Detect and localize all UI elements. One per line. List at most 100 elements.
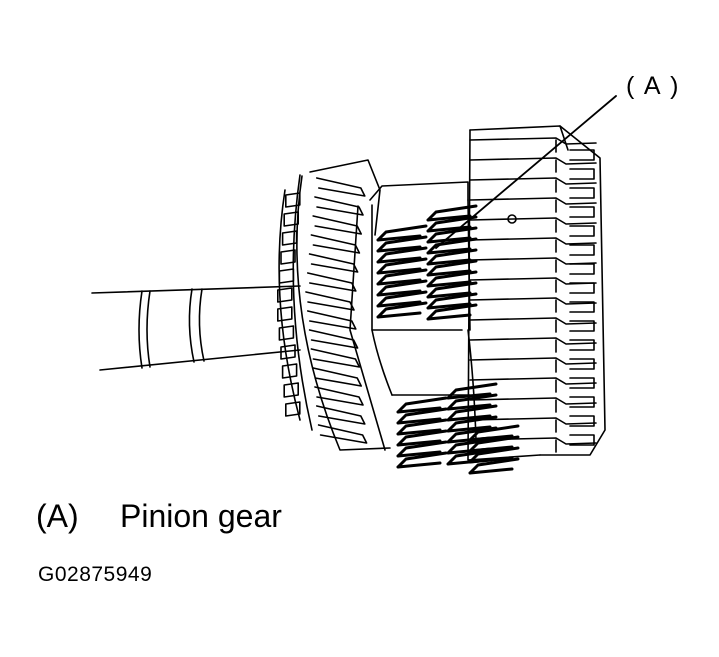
drum-spline xyxy=(469,177,597,185)
figure-id: G02875949 xyxy=(38,563,153,586)
pinion-tooth xyxy=(468,424,520,442)
drum-outer-tooth xyxy=(569,396,595,408)
pinion-tooth xyxy=(426,281,478,299)
drum-spline xyxy=(469,317,597,325)
left-spline-ring xyxy=(277,174,313,431)
drum-spline xyxy=(469,137,597,145)
pinion-tooth xyxy=(376,224,428,242)
drum-spline xyxy=(469,257,597,265)
drum-spline xyxy=(469,237,597,245)
drum-outer-tooth xyxy=(569,244,595,256)
drum-outer-tooth xyxy=(569,263,595,275)
lower-pinion-gears xyxy=(396,382,520,475)
pinion-tooth xyxy=(446,393,498,411)
upper-pinion-gears xyxy=(376,204,478,321)
drum-spline xyxy=(469,197,597,205)
drum-outer-tooth xyxy=(569,358,595,370)
callout-leader-line xyxy=(435,95,617,249)
drum-outer-tooth xyxy=(569,415,595,427)
ring-spline-tooth xyxy=(280,344,296,360)
pinion-tooth xyxy=(396,440,448,458)
caption-key: (A) xyxy=(36,498,79,534)
pinion-tooth xyxy=(468,457,520,475)
pinion-tooth xyxy=(426,237,478,255)
helical-gear-tooth xyxy=(317,424,368,444)
ring-spline-tooth xyxy=(283,211,299,227)
callout-label-a: ( A ) xyxy=(626,72,681,100)
pinion-tooth xyxy=(426,215,478,233)
pinion-tooth xyxy=(376,257,428,275)
pinion-tooth xyxy=(426,292,478,310)
helical-gear-tooth xyxy=(307,310,357,330)
pinion-tooth xyxy=(396,396,448,414)
drum-spline xyxy=(469,377,597,385)
helical-gear-tooth xyxy=(312,367,362,387)
pinion-tooth xyxy=(376,246,428,264)
pinion-tooth xyxy=(426,259,478,277)
pinion-tooth xyxy=(376,268,428,286)
figure-caption: (A) Pinion gear xyxy=(36,498,282,535)
pinion-tooth xyxy=(446,382,498,400)
pinion-tooth xyxy=(396,429,448,447)
helical-gear-tooth xyxy=(314,196,364,216)
helical-gear-tooth xyxy=(310,348,361,368)
drum-spline xyxy=(469,417,597,425)
ring-spline-tooth xyxy=(283,382,299,398)
drum-outer-tooth xyxy=(569,282,595,294)
left-helical-gear xyxy=(296,159,391,451)
pinion-tooth xyxy=(396,407,448,425)
ring-spline-tooth xyxy=(278,268,295,284)
pinion-tooth xyxy=(426,303,478,321)
caption-text: Pinion gear xyxy=(120,498,282,534)
pinion-tooth xyxy=(426,204,478,222)
helical-gear-tooth xyxy=(307,272,357,292)
helical-gear-tooth xyxy=(308,253,359,273)
helical-gear-tooth xyxy=(305,291,355,311)
helical-gear-tooth xyxy=(312,215,362,235)
ring-spline-tooth xyxy=(277,287,293,303)
drum-outer-tooth xyxy=(569,434,595,446)
pinion-tooth xyxy=(426,226,478,244)
drum-outer-tooth xyxy=(569,225,595,237)
helical-gear-tooth xyxy=(314,386,364,406)
drum-outer-tooth xyxy=(569,301,595,313)
pinion-tooth xyxy=(396,418,448,436)
pinion-tooth xyxy=(376,301,428,319)
drum-outer-tooth xyxy=(569,168,595,180)
drum-spline xyxy=(469,357,597,365)
drum-spline xyxy=(469,397,597,405)
drum-outer-tooth xyxy=(569,339,595,351)
helical-gear-tooth xyxy=(308,329,359,349)
pinion-tooth xyxy=(468,446,520,464)
ring-spline-tooth xyxy=(278,325,295,341)
pinion-tooth xyxy=(376,279,428,297)
helical-gear-tooth xyxy=(316,405,366,425)
drum-outer-tooth xyxy=(569,377,595,389)
right-spline-drum xyxy=(467,125,606,461)
drum-spline xyxy=(469,337,597,345)
helical-gear-tooth xyxy=(316,177,366,197)
ring-spline-tooth xyxy=(285,192,301,208)
drum-outer-tooth xyxy=(569,320,595,332)
pinion-tooth xyxy=(376,235,428,253)
pinion-tooth xyxy=(468,435,520,453)
ring-spline-tooth xyxy=(285,401,301,417)
ring-spline-tooth xyxy=(281,363,298,379)
ring-spline-tooth xyxy=(277,306,293,322)
helical-gear-tooth xyxy=(310,234,361,254)
drum-outer-tooth xyxy=(569,187,595,199)
pinion-tooth xyxy=(446,415,498,433)
pinion-tooth xyxy=(396,451,448,469)
drum-outer-tooth xyxy=(569,206,595,218)
drum-spline xyxy=(469,217,597,225)
drum-spline xyxy=(469,297,597,305)
drum-spline xyxy=(469,157,597,165)
ring-spline-tooth xyxy=(280,249,296,265)
drum-outer-tooth xyxy=(569,149,595,161)
pinion-tooth xyxy=(426,270,478,288)
pinion-tooth xyxy=(446,404,498,422)
pinion-tooth xyxy=(426,248,478,266)
shaft xyxy=(91,285,301,371)
pinion-tooth xyxy=(376,290,428,308)
